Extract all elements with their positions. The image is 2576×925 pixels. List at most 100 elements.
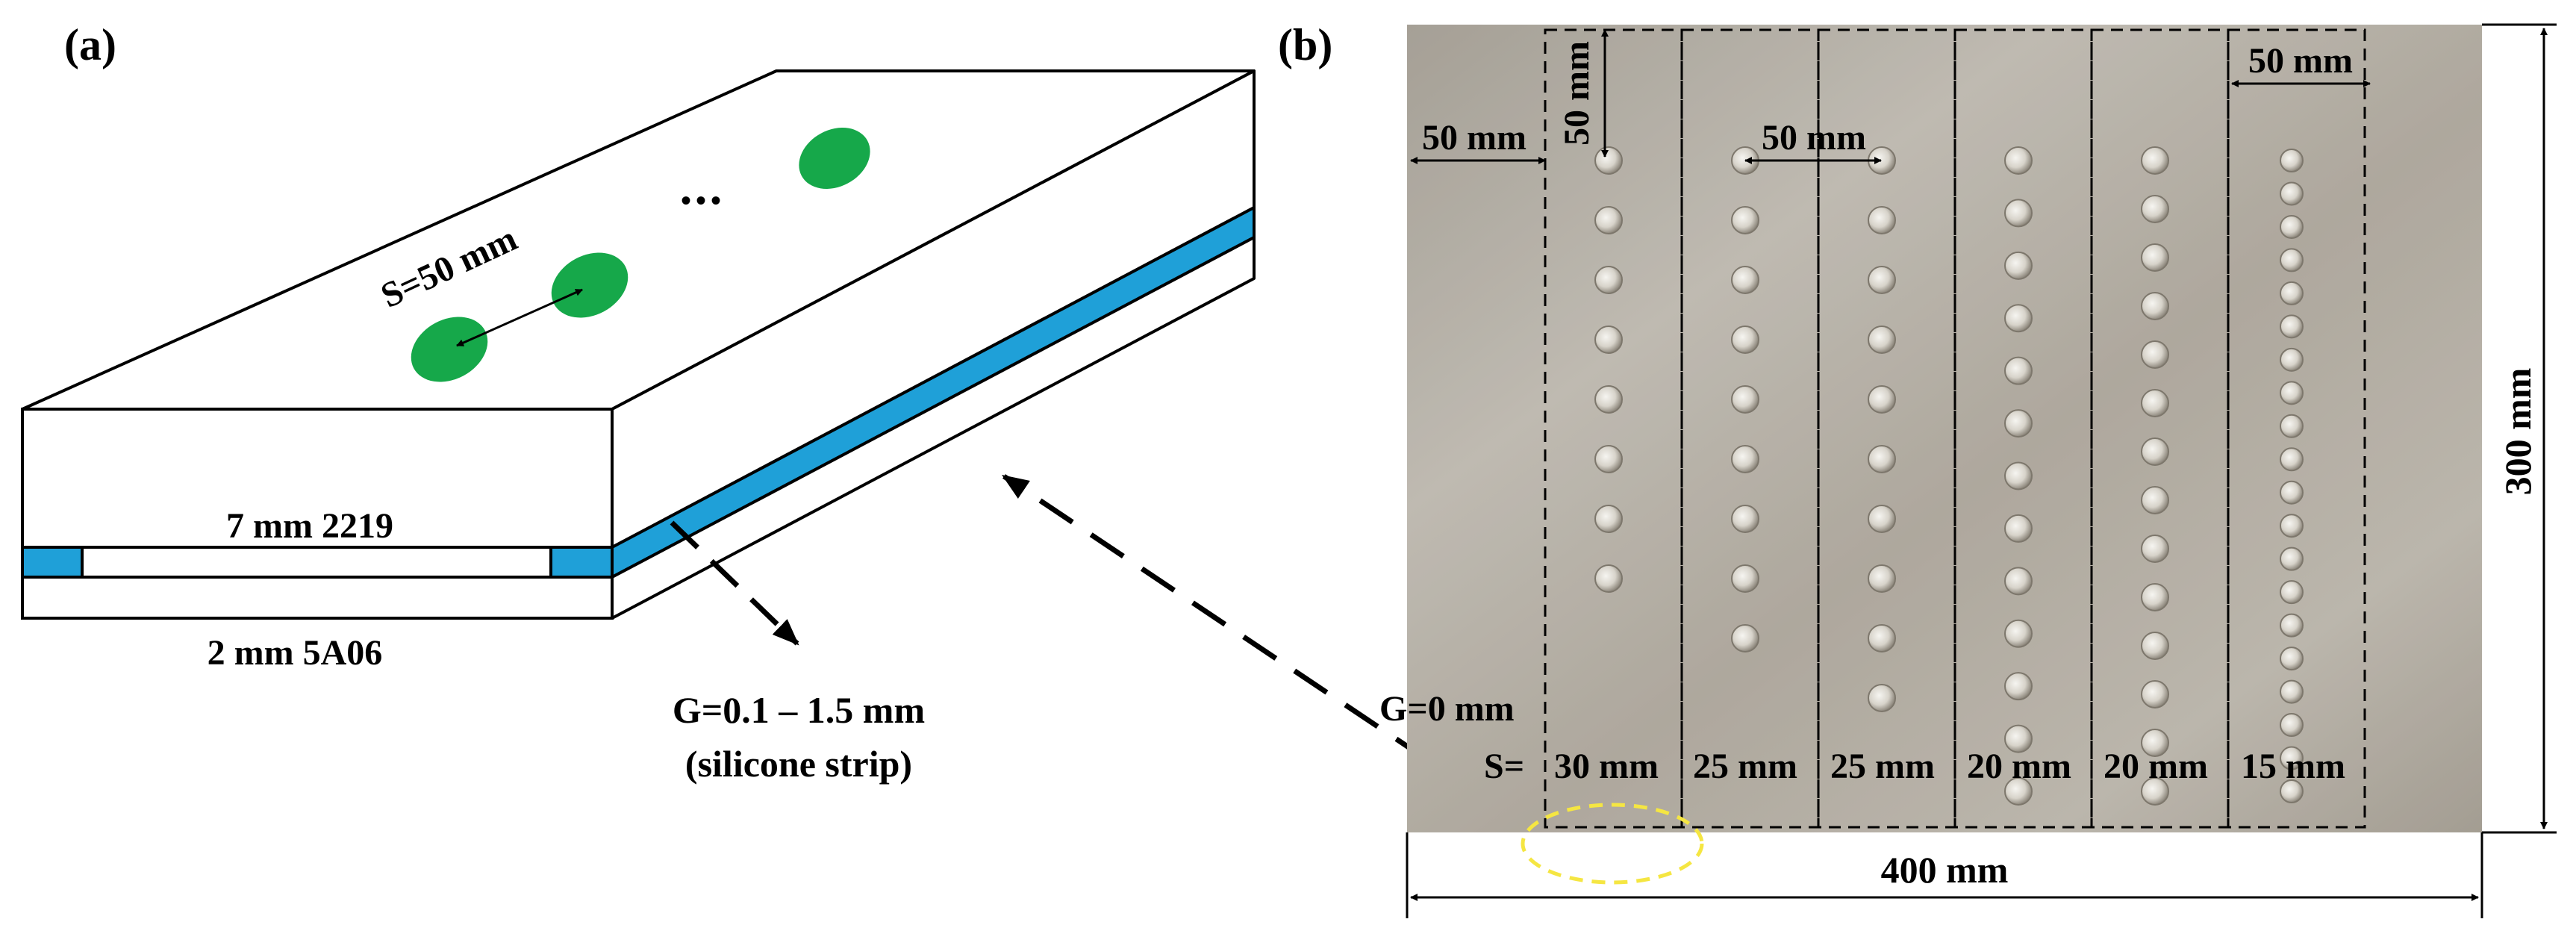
panel-b: (b) 50 mm 50 mm 50 mm 50 mm G=0 mm S= 30…	[1278, 20, 2557, 918]
column-frame	[2227, 28, 2366, 829]
weld-spot	[2004, 304, 2033, 333]
weld-spot	[2004, 672, 2033, 701]
weld-spot	[2004, 724, 2033, 753]
weld-spot	[2141, 292, 2169, 320]
zero-gap-highlight	[1521, 803, 1704, 885]
bottom-plate-front-face	[21, 576, 614, 620]
column-spacing-label: 20 mm	[2103, 747, 2208, 786]
weld-spot	[1731, 505, 1759, 533]
dim-edge-x-label: 50 mm	[1422, 118, 1526, 158]
weld-spot	[1731, 326, 1759, 354]
column-spacing-label: 25 mm	[1830, 747, 1935, 786]
weld-spot	[1731, 624, 1759, 653]
bottom-plate-label: 2 mm 5A06	[208, 633, 383, 673]
weld-spot	[799, 128, 870, 189]
weld-spot	[2141, 389, 2169, 417]
ellipsis-dots: •••	[681, 184, 726, 217]
silicone-strip-left	[21, 546, 84, 579]
weld-spot	[1594, 385, 1623, 414]
spacing-prefix: S=	[1484, 747, 1524, 786]
weld-spot	[2141, 486, 2169, 514]
zero-gap-pointer-arrow	[1002, 474, 1532, 831]
panel-a: (a) S=50 mm ••• 7 mm 2219 2 mm 5A06 G=0.…	[21, 20, 1256, 785]
weld-spot	[2280, 679, 2304, 704]
weld-spot	[2004, 567, 2033, 596]
weld-spot	[2004, 199, 2033, 228]
top-plate-label: 7 mm 2219	[226, 506, 393, 546]
weld-spot	[2280, 480, 2304, 505]
weld-spot	[1731, 266, 1759, 294]
weld-spot	[1731, 564, 1759, 593]
weld-spot	[1868, 266, 1896, 294]
weld-spot	[2004, 514, 2033, 543]
weld-spot	[2280, 248, 2304, 272]
spacing-arrow	[456, 288, 583, 347]
weld-spot	[1594, 326, 1623, 354]
column-spacing-label: 20 mm	[1967, 747, 2071, 786]
weld-spot	[2280, 713, 2304, 738]
weld-spot	[1731, 385, 1759, 414]
bottom-plate-side-face	[611, 236, 1256, 620]
weld-spot	[1594, 445, 1623, 473]
weld-spot	[2004, 409, 2033, 438]
weld-spot	[1868, 624, 1896, 653]
weld-spot	[1731, 445, 1759, 473]
weld-spot	[1868, 684, 1896, 712]
weld-spot	[1594, 564, 1623, 593]
weld-spot	[2004, 777, 2033, 806]
weld-spot	[2280, 746, 2304, 770]
weld-spot	[2280, 546, 2304, 571]
weld-spot	[2141, 632, 2169, 660]
gap-zero-label: G=0 mm	[1379, 689, 1515, 729]
panel-b-label: (b)	[1278, 20, 1332, 69]
column-spacing-label: 25 mm	[1693, 747, 1797, 786]
weld-spot	[2141, 535, 2169, 563]
weld-spot	[2280, 414, 2304, 438]
weld-spot	[2141, 195, 2169, 223]
column-frame	[1953, 28, 2093, 829]
weld-spot	[2280, 647, 2304, 671]
column-frame	[1817, 28, 1956, 829]
weld-spot	[2280, 149, 2304, 172]
top-plate-front-face	[21, 408, 614, 549]
gap-pointer-arrow	[670, 520, 799, 646]
weld-spot	[2280, 181, 2304, 206]
weld-spot	[1868, 206, 1896, 234]
column-spacing-label: 30 mm	[1554, 747, 1659, 786]
weld-spot	[2141, 437, 2169, 466]
weld-spot	[2280, 314, 2304, 339]
weld-spot	[2280, 214, 2304, 239]
weld-spot	[1868, 445, 1896, 473]
dim-edge-y-label: 50 mm	[1557, 41, 1597, 146]
dim-width-label: 400 mm	[1881, 849, 2009, 891]
dim-height-label: 300 mm	[2497, 368, 2539, 496]
weld-spot	[2280, 347, 2304, 372]
weld-spot	[2141, 243, 2169, 272]
weld-spot	[1868, 505, 1896, 533]
panel-a-label: (a)	[64, 20, 116, 69]
column-frame	[2090, 28, 2230, 829]
weld-spot	[1594, 505, 1623, 533]
weld-spot	[2004, 356, 2033, 385]
weld-spot	[2280, 514, 2304, 538]
weld-spot	[1868, 326, 1896, 354]
weld-spot	[2141, 146, 2169, 175]
dim-last-column-label: 50 mm	[2248, 41, 2353, 81]
weld-spot	[1868, 385, 1896, 414]
column-frame	[1544, 28, 1683, 829]
weld-spot	[2141, 777, 2169, 806]
weld-spot	[2280, 281, 2304, 305]
weld-spot	[2280, 447, 2304, 472]
weld-spot	[2280, 613, 2304, 638]
weld-spot	[1594, 146, 1623, 175]
weld-spot	[2280, 779, 2304, 803]
gap-layer-front	[21, 546, 614, 579]
weld-spot	[2141, 583, 2169, 611]
weld-spot	[1731, 206, 1759, 234]
weld-spot	[2004, 461, 2033, 490]
silicone-strip-right	[549, 546, 614, 579]
weld-spot	[2004, 146, 2033, 175]
weld-spot	[2004, 619, 2033, 648]
